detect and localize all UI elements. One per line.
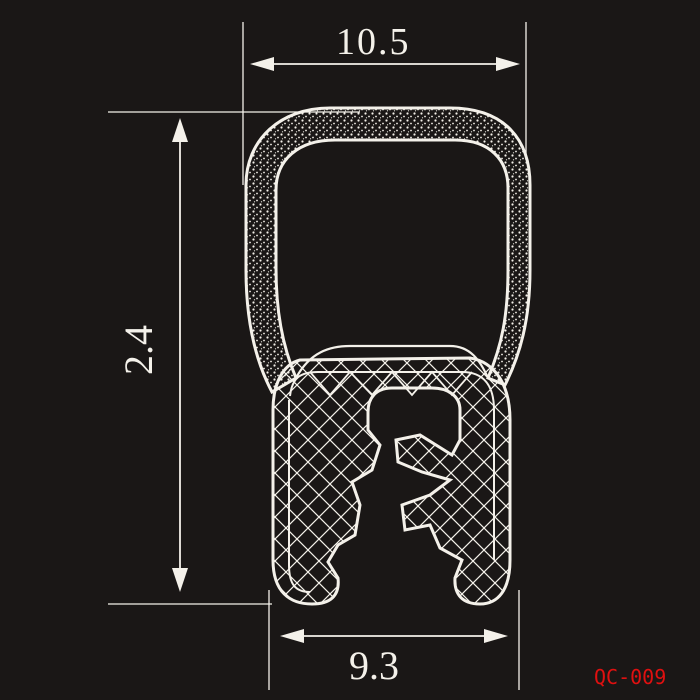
bottom-dimension-arrow: [280, 629, 508, 643]
product-code-label: QC-009: [594, 665, 666, 689]
top-dimension-arrow: [250, 57, 520, 71]
top-dimension-label: 10.5: [336, 21, 411, 63]
side-dimension-arrow: [172, 118, 188, 592]
bottom-dimension-label: 9.3: [349, 643, 399, 688]
clip-channel: [271, 356, 512, 606]
extension-lines: [108, 22, 527, 690]
side-dimension-label: 2.4: [116, 325, 161, 375]
